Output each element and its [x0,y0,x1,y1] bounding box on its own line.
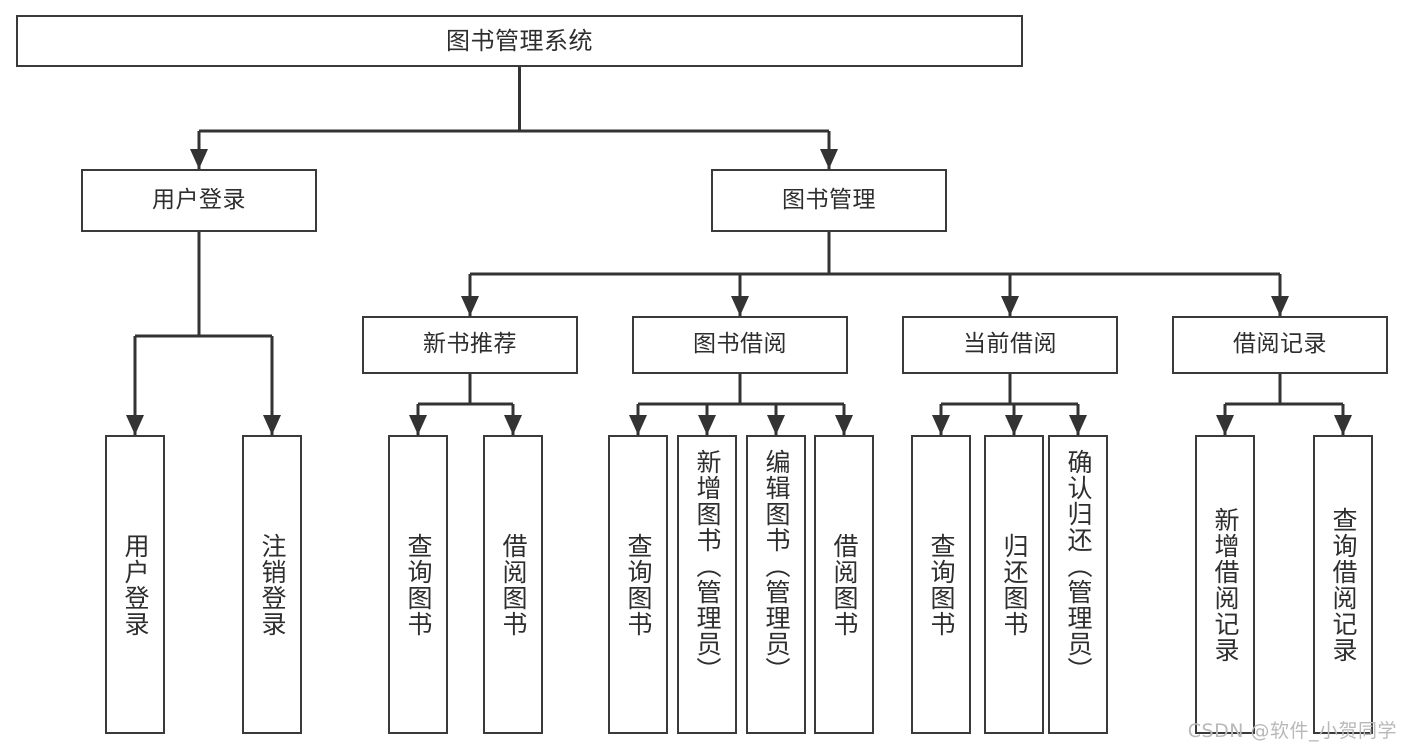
node-leaf-user-login[interactable]: 用户登录 [105,435,165,734]
node-leaf-new-borrow[interactable]: 借阅图书 [483,435,543,734]
node-leaf-new-query[interactable]: 查询图书 [388,435,448,734]
node-l3-new[interactable]: 新书推荐 [362,316,578,374]
node-l2-book[interactable]: 图书管理 [711,169,947,232]
node-label: 查询图书 [927,532,956,637]
node-label: 查询图书 [624,532,653,637]
node-l3-borrow[interactable]: 图书借阅 [632,316,848,374]
arrowhead-leaf-rec-add [1216,415,1234,435]
node-label: 新书推荐 [423,331,517,358]
node-label: 图书借阅 [693,331,787,358]
arrowhead-l2-book [820,149,838,169]
node-leaf-rec-query[interactable]: 查询借阅记录 [1313,435,1373,734]
node-label: 新增借阅记录 [1211,506,1240,663]
node-label: 图书管理系统 [446,26,593,55]
node-l3-record[interactable]: 借阅记录 [1172,316,1388,374]
arrowhead-l3-borrow [731,296,749,316]
arrowhead-leaf-cur-confirm [1069,415,1087,435]
node-label: 注销登录 [258,532,287,637]
node-root[interactable]: 图书管理系统 [16,15,1023,67]
arrowhead-leaf-user-login [126,415,144,435]
node-label: 用户登录 [121,532,150,637]
arrowhead-leaf-br-borrow [835,415,853,435]
arrowhead-l3-record [1271,296,1289,316]
arrowhead-leaf-rec-query [1334,415,1352,435]
arrowhead-leaf-user-logout [263,415,281,435]
arrowhead-leaf-new-query [409,415,427,435]
arrowhead-l3-new [461,296,479,316]
node-leaf-br-edit[interactable]: 编辑图书（管理员） [746,435,806,734]
node-label: 新增图书（管理员） [693,449,722,683]
node-label: 确认归还（管理员） [1064,449,1093,683]
arrowhead-leaf-cur-return [1005,415,1023,435]
arrowhead-leaf-br-add [698,415,716,435]
node-leaf-rec-add[interactable]: 新增借阅记录 [1195,435,1255,734]
node-label: 用户登录 [152,186,246,213]
node-l3-current[interactable]: 当前借阅 [902,316,1118,374]
arrowhead-l2-user [190,149,208,169]
node-leaf-cur-confirm[interactable]: 确认归还（管理员） [1048,435,1108,734]
node-leaf-user-logout[interactable]: 注销登录 [242,435,302,734]
node-label: 借阅记录 [1233,331,1327,358]
node-label: 当前借阅 [963,331,1057,358]
node-leaf-br-borrow[interactable]: 借阅图书 [814,435,874,734]
node-label: 查询借阅记录 [1329,506,1358,663]
arrowhead-l3-current [1001,296,1019,316]
node-leaf-br-query[interactable]: 查询图书 [608,435,668,734]
node-leaf-cur-query[interactable]: 查询图书 [911,435,971,734]
node-label: 查询图书 [404,532,433,637]
node-leaf-br-add[interactable]: 新增图书（管理员） [677,435,737,734]
arrowhead-leaf-br-query [629,415,647,435]
node-l2-user[interactable]: 用户登录 [81,169,317,232]
node-label: 借阅图书 [830,532,859,637]
node-label: 借阅图书 [499,532,528,637]
node-label: 编辑图书（管理员） [762,449,791,683]
node-label: 图书管理 [782,186,876,213]
arrowhead-leaf-new-borrow [504,415,522,435]
node-label: 归还图书 [1000,532,1029,637]
arrowhead-leaf-br-edit [767,415,785,435]
node-leaf-cur-return[interactable]: 归还图书 [984,435,1044,734]
arrowhead-leaf-cur-query [932,415,950,435]
